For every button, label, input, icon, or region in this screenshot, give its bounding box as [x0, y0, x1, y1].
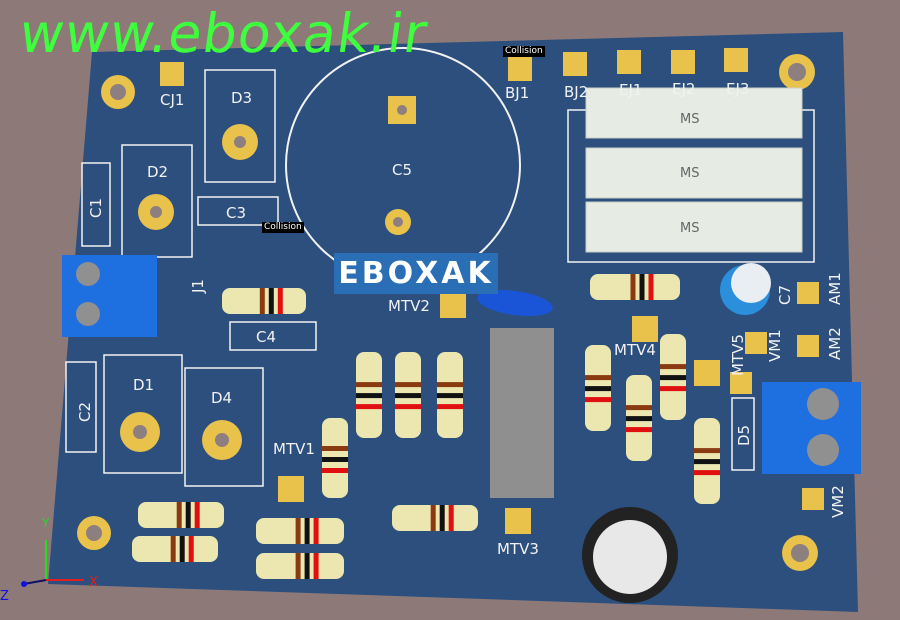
resistor-band: [439, 505, 445, 531]
resistor-band: [295, 553, 301, 579]
resistor-band: [322, 468, 348, 473]
resistor-band: [585, 386, 611, 392]
collision-tag: Collision: [262, 222, 304, 233]
axis-gizmo: Y X Z: [0, 516, 98, 604]
label-d4: D4: [211, 389, 232, 407]
label-c7: C7: [776, 285, 794, 305]
resistor-band: [694, 459, 720, 465]
resistor-band: [660, 364, 686, 370]
resistor-band: [356, 393, 382, 399]
label-cj1: CJ1: [160, 91, 184, 109]
resistor-band: [626, 427, 652, 433]
label-d1: D1: [133, 376, 154, 394]
terminal-block-left[interactable]: [62, 255, 157, 337]
ceramic-capacitor: [477, 289, 553, 317]
label-d2: D2: [147, 163, 168, 181]
axis-y-label: Y: [41, 516, 50, 530]
resistor-band: [626, 416, 652, 422]
resistor-band: [660, 386, 686, 392]
resistor-band: [356, 382, 382, 388]
label-mtv2: MTV2: [388, 297, 430, 315]
resistor-band: [322, 446, 348, 451]
resistor-band: [585, 375, 611, 381]
label-c4: C4: [256, 328, 276, 346]
label-c2: C2: [76, 402, 94, 422]
label-ms-3: MS: [680, 221, 699, 236]
resistor-band: [395, 393, 421, 399]
label-mtv3: MTV3: [497, 540, 539, 558]
resistor-band: [170, 536, 176, 562]
label-j1: J1: [189, 279, 207, 294]
mounting-holes: [77, 54, 818, 571]
resistor-band: [694, 470, 720, 476]
axis-z-label: Z: [0, 589, 9, 604]
resistor-band: [313, 518, 319, 544]
resistor-band: [648, 274, 654, 300]
label-mtv4: MTV4: [614, 341, 656, 359]
test-pads: [160, 48, 824, 534]
label-d3: D3: [231, 89, 252, 107]
resistor-band: [660, 375, 686, 381]
label-c5: C5: [392, 161, 412, 179]
axis-x-label: X: [89, 575, 98, 590]
resistors: [132, 274, 720, 579]
terminal-block-right[interactable]: [762, 382, 861, 474]
label-d5: D5: [735, 425, 753, 446]
label-bj1: BJ1: [505, 84, 529, 102]
capacitor-c7: [720, 263, 771, 315]
resistor-band: [356, 404, 382, 410]
label-am1: AM1: [826, 272, 844, 305]
label-bj2: BJ2: [564, 83, 588, 101]
resistor-band: [694, 448, 720, 454]
resistor-band: [437, 382, 463, 388]
resistor-band: [322, 457, 348, 462]
label-ms-1: MS: [680, 112, 699, 127]
label-vm2: VM2: [829, 485, 847, 518]
resistor-band: [626, 405, 652, 411]
label-mtv1: MTV1: [273, 440, 315, 458]
ms-power-resistors: [585, 87, 803, 253]
label-ej3: EJ3: [726, 80, 749, 98]
resistor-band: [630, 274, 636, 300]
resistor-band: [437, 404, 463, 410]
resistor-band: [639, 274, 645, 300]
resistor-band: [179, 536, 185, 562]
resistor-band: [277, 288, 283, 314]
resistor-band: [295, 518, 301, 544]
resistor-band: [188, 536, 194, 562]
resistor-band: [448, 505, 454, 531]
label-c1: C1: [87, 198, 105, 218]
resistor-band: [185, 502, 191, 528]
label-mtv5: MTV5: [729, 334, 747, 376]
resistor-band: [437, 393, 463, 399]
watermark: www.eboxak.ir: [15, 2, 432, 65]
label-vm1: VM1: [766, 329, 784, 362]
resistor-band: [430, 505, 436, 531]
label-ej2: EJ2: [672, 80, 695, 98]
electrolytic-capacitor: [582, 507, 678, 603]
resistor-band: [304, 518, 310, 544]
eboxak-logo: EBOXAK: [334, 253, 498, 294]
resistor-band: [313, 553, 319, 579]
ic-chip: [490, 328, 554, 498]
resistor-band: [176, 502, 182, 528]
resistor-band: [194, 502, 200, 528]
label-am2: AM2: [826, 327, 844, 360]
label-ej1: EJ1: [619, 81, 642, 99]
resistor-band: [304, 553, 310, 579]
resistor-band: [259, 288, 265, 314]
resistor-band: [395, 382, 421, 388]
label-ms-2: MS: [680, 166, 699, 181]
collision-tag: Collision: [503, 46, 545, 57]
resistor-band: [268, 288, 274, 314]
label-c3: C3: [226, 204, 246, 222]
resistor-band: [585, 397, 611, 403]
resistor-band: [395, 404, 421, 410]
